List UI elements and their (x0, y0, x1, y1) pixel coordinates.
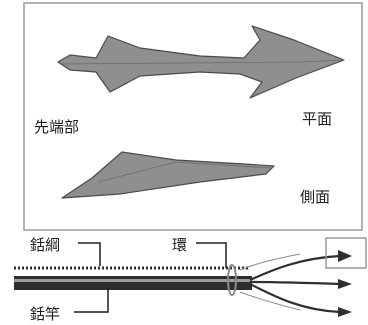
harpoon-shaft (14, 276, 252, 290)
harpoon-assembly (14, 237, 367, 317)
harpoon-head-top-view (57, 25, 345, 99)
label-ring: 環 (172, 236, 187, 254)
harpoon-ring (227, 264, 237, 296)
label-side-view: 側面 (300, 188, 330, 206)
ring-leader-line (196, 242, 227, 268)
shaft-leader-line (74, 288, 109, 313)
label-top-view: 平面 (302, 110, 332, 128)
label-tip: 先端部 (34, 118, 79, 136)
tip-highlight-box (325, 237, 367, 269)
harpoon-head-side-view (61, 151, 275, 199)
label-cord: 銛綱 (30, 236, 60, 254)
label-shaft: 銛竿 (30, 305, 60, 323)
cord-leader-line (78, 242, 101, 266)
